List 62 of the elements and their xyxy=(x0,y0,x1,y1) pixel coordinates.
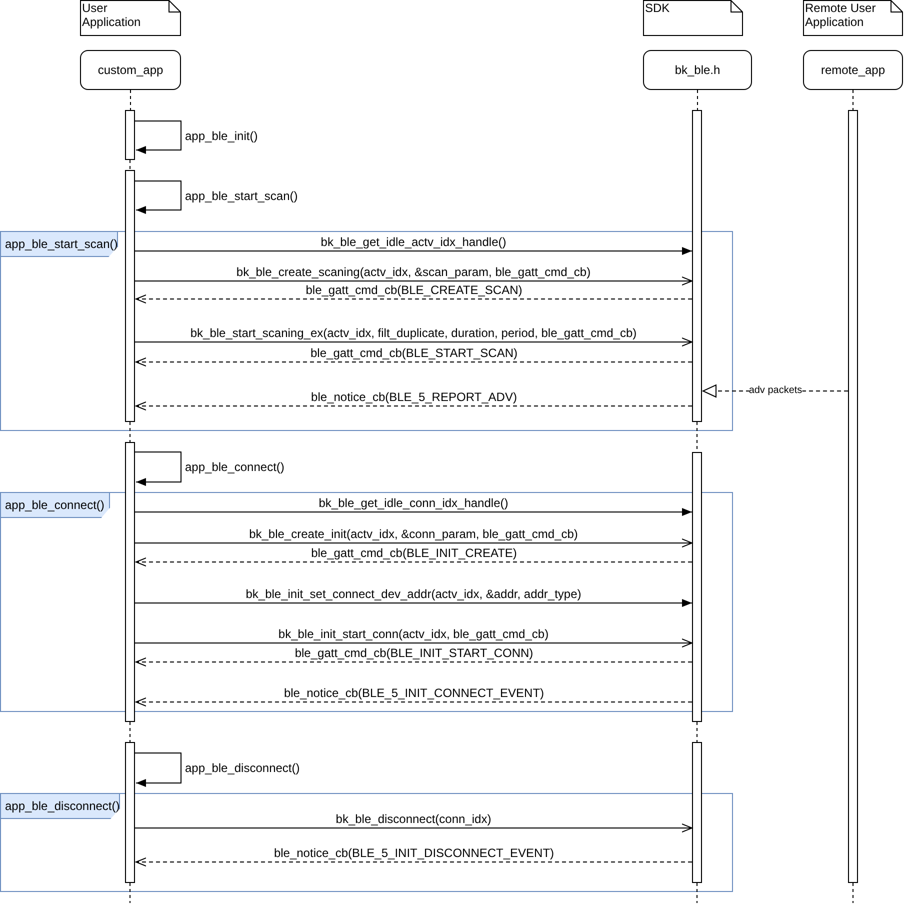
lifeline xyxy=(130,90,131,110)
return-message-arrow xyxy=(136,402,692,410)
activation-bar xyxy=(848,110,858,883)
activation-bar xyxy=(692,110,702,422)
message-arrow xyxy=(134,276,692,286)
return-message-arrow xyxy=(136,698,692,706)
message-label: bk_ble_get_idle_conn_idx_handle() xyxy=(318,496,508,510)
message-arrow xyxy=(134,824,692,832)
message-label: bk_ble_start_scaning_ex(actv_idx, filt_duplicate, duration, period, ble_gatt_cmd_cb) xyxy=(190,326,637,340)
return-message-arrow xyxy=(136,658,692,666)
return-message-arrow xyxy=(136,858,692,866)
message-label: ble_gatt_cmd_cb(BLE_INIT_START_CONN) xyxy=(294,646,534,660)
message-arrow xyxy=(134,338,692,346)
participant-box: custom_app xyxy=(80,50,181,90)
lifeline xyxy=(696,722,698,742)
lifeline xyxy=(697,90,698,110)
message-label: adv packets xyxy=(748,384,802,398)
frame-label: app_ble_disconnect() xyxy=(0,793,120,819)
activation-bar xyxy=(125,170,135,422)
note: SDK xyxy=(643,0,743,36)
return-message-arrow xyxy=(136,294,692,304)
message-arrow xyxy=(134,538,692,548)
lifeline xyxy=(852,90,854,110)
message-label: ble_gatt_cmd_cb(BLE_CREATE_SCAN) xyxy=(306,283,522,297)
activation-bar xyxy=(692,452,702,722)
return-message-arrow xyxy=(136,558,692,566)
lifeline xyxy=(852,882,854,904)
message-label: bk_ble_create_scaning(actv_idx, &scan_param, ble_gatt_cmd_cb) xyxy=(236,265,591,279)
note: Remote User Application xyxy=(803,0,903,36)
message-arrow xyxy=(134,638,692,648)
self-message-arrow xyxy=(134,452,182,486)
activation-bar xyxy=(692,742,702,883)
message-label: ble_notice_cb(BLE_5_INIT_CONNECT_EVENT) xyxy=(284,686,544,700)
message-label: app_ble_start_scan() xyxy=(185,188,298,202)
activation-bar xyxy=(125,110,135,160)
message-label: app_ble_connect() xyxy=(185,460,284,474)
self-message-arrow xyxy=(134,120,182,154)
lifeline xyxy=(696,882,698,904)
frame-label: app_ble_start_scan() xyxy=(0,231,118,257)
message-arrow xyxy=(134,508,692,516)
activation-bar xyxy=(125,742,135,883)
message-label: app_ble_init() xyxy=(185,128,258,142)
message-label: ble_notice_cb(BLE_5_REPORT_ADV) xyxy=(311,390,517,404)
message-label: bk_ble_get_idle_actv_idx_handle() xyxy=(320,235,506,249)
participant-box: bk_ble.h xyxy=(643,50,752,90)
message-label: bk_ble_init_start_conn(actv_idx, ble_gatt_cmd_cb) xyxy=(278,627,549,641)
message-label: ble_notice_cb(BLE_5_INIT_DISCONNECT_EVENT) xyxy=(274,846,554,860)
message-label: ble_gatt_cmd_cb(BLE_START_SCAN) xyxy=(310,346,518,360)
message-label: bk_ble_init_set_connect_dev_addr(actv_idx, &addr, addr_type) xyxy=(246,587,582,601)
note: User Application xyxy=(80,0,181,36)
return-message-arrow xyxy=(136,358,692,366)
self-message-arrow xyxy=(134,752,182,787)
message-label: app_ble_disconnect() xyxy=(185,761,300,775)
frame-label: app_ble_connect() xyxy=(0,492,110,518)
activation-bar xyxy=(125,442,135,722)
message-label: bk_ble_create_init(actv_idx, &conn_param, ble_gatt_cmd_cb) xyxy=(249,527,578,541)
message-label: ble_gatt_cmd_cb(BLE_INIT_CREATE) xyxy=(311,546,517,560)
message-arrow xyxy=(134,247,692,255)
message-arrow xyxy=(134,599,692,607)
message-label: bk_ble_disconnect(conn_idx) xyxy=(336,812,492,826)
self-message-arrow xyxy=(134,180,182,214)
participant-box: remote_app xyxy=(803,50,903,90)
